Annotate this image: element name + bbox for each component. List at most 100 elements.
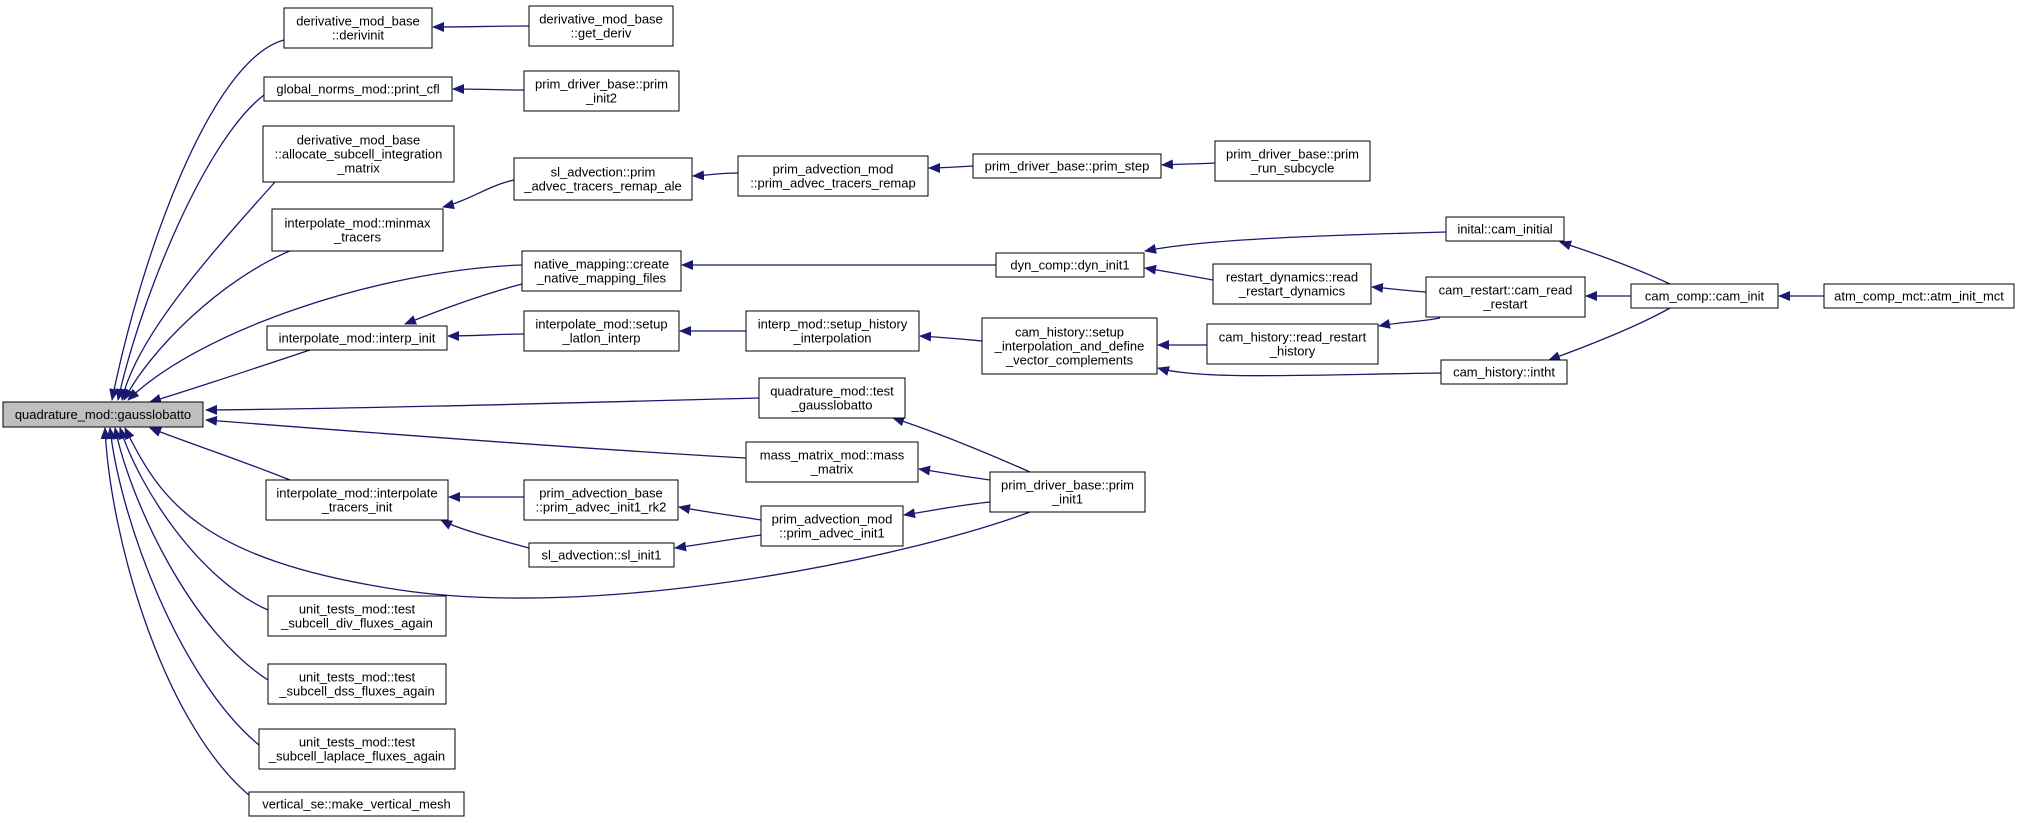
node-label-deriv_init-line-1: ::derivinit bbox=[332, 28, 384, 43]
node-cam_read_restart[interactable]: cam_restart::cam_read_restart bbox=[1425, 276, 1586, 318]
node-label-intht-line-0: cam_history::intht bbox=[1453, 365, 1555, 380]
node-label-setup_latlon-line-0: interpolate_mod::setup bbox=[535, 317, 667, 332]
node-label-read_restart_dyn-line-1: _restart_dynamics bbox=[1238, 284, 1346, 299]
node-label-mass_matrix-line-0: mass_matrix_mod::mass bbox=[760, 448, 905, 463]
node-div_fluxes[interactable]: unit_tests_mod::test_subcell_div_fluxes_… bbox=[267, 595, 447, 637]
node-print_cfl[interactable]: global_norms_mod::print_cfl bbox=[263, 76, 453, 102]
node-label-get_deriv-line-1: ::get_deriv bbox=[571, 26, 632, 41]
node-cam_initial[interactable]: inital::cam_initial bbox=[1445, 216, 1565, 242]
node-get_deriv[interactable]: derivative_mod_base::get_deriv bbox=[528, 5, 674, 47]
node-intht[interactable]: cam_history::intht bbox=[1440, 359, 1568, 385]
node-label-mass_matrix-line-1: _matrix bbox=[810, 462, 854, 477]
node-label-cam_init-line-0: cam_comp::cam_init bbox=[1645, 289, 1765, 304]
node-label-laplace_fluxes-line-0: unit_tests_mod::test bbox=[299, 735, 416, 750]
node-label-prim_init2-line-0: prim_driver_base::prim bbox=[535, 77, 668, 92]
edge-cam_read_restart-to-read_restart_dyn bbox=[1371, 282, 1427, 293]
node-label-cam_hist_setup-line-0: cam_history::setup bbox=[1015, 325, 1124, 340]
node-prim_run_subcycle[interactable]: prim_driver_base::prim_run_subcycle bbox=[1214, 140, 1371, 182]
edge-minmax_tracers-to-root bbox=[123, 249, 293, 401]
edge-prim_init2-to-print_cfl bbox=[452, 84, 525, 95]
node-label-prim_advec_init1-line-0: prim_advection_mod bbox=[772, 512, 893, 527]
node-prim_advec_init1_rk2[interactable]: prim_advection_base::prim_advec_init1_rk… bbox=[523, 479, 679, 521]
node-label-read_restart_hist-line-0: cam_history::read_restart bbox=[1219, 330, 1367, 345]
node-label-setup_history_interp-line-1: _interpolation bbox=[792, 331, 871, 346]
edge-create_native-to-root bbox=[127, 264, 523, 401]
node-label-prim_run_subcycle-line-0: prim_driver_base::prim bbox=[1226, 147, 1359, 162]
edge-get_deriv-to-deriv_init bbox=[432, 21, 530, 32]
node-label-atm_init_mct-line-0: atm_comp_mct::atm_init_mct bbox=[1834, 289, 2004, 304]
node-label-prim_init1-line-0: prim_driver_base::prim bbox=[1001, 478, 1134, 493]
node-dyn_init1[interactable]: dyn_comp::dyn_init1 bbox=[995, 252, 1145, 278]
edge-prim_advec_init1-to-prim_advec_init1_rk2 bbox=[678, 504, 762, 521]
node-root[interactable]: quadrature_mod::gausslobatto bbox=[2, 401, 204, 428]
node-label-prim_step-line-0: prim_driver_base::prim_step bbox=[985, 159, 1150, 174]
node-read_restart_dyn[interactable]: restart_dynamics::read_restart_dynamics bbox=[1212, 263, 1372, 305]
node-prim_step[interactable]: prim_driver_base::prim_step bbox=[972, 153, 1162, 179]
edge-prim_run_subcycle-to-prim_step bbox=[1161, 159, 1216, 170]
node-setup_history_interp[interactable]: interp_mod::setup_history_interpolation bbox=[745, 310, 920, 352]
node-laplace_fluxes[interactable]: unit_tests_mod::test_subcell_laplace_flu… bbox=[258, 728, 456, 770]
node-label-dyn_init1-line-0: dyn_comp::dyn_init1 bbox=[1010, 258, 1129, 273]
node-deriv_init[interactable]: derivative_mod_base::derivinit bbox=[283, 7, 433, 49]
edge-setup_latlon-to-interp_init bbox=[447, 330, 525, 341]
edge-print_cfl-to-root bbox=[115, 94, 265, 401]
node-sl_remap_ale[interactable]: sl_advection::prim_advec_tracers_remap_a… bbox=[513, 157, 693, 201]
edge-alloc_subcell-to-root bbox=[119, 181, 276, 401]
node-label-div_fluxes-line-1: _subcell_div_fluxes_again bbox=[280, 616, 433, 631]
node-label-sl_remap_ale-line-0: sl_advection::prim bbox=[551, 165, 656, 180]
node-interp_init[interactable]: interpolate_mod::interp_init bbox=[266, 325, 448, 351]
edge-cam_init-to-intht bbox=[1548, 307, 1671, 361]
node-label-test_gausslobatto-line-1: _gausslobatto bbox=[791, 398, 873, 413]
edge-prim_init1-to-mass_matrix bbox=[918, 465, 991, 481]
node-mass_matrix[interactable]: mass_matrix_mod::mass_matrix bbox=[745, 441, 919, 483]
edge-prim_advec_remap-to-sl_remap_ale bbox=[692, 170, 739, 181]
edge-intht-to-cam_hist_setup bbox=[1157, 366, 1442, 377]
node-minmax_tracers[interactable]: interpolate_mod::minmax_tracers bbox=[271, 208, 444, 252]
edge-div_fluxes-to-root bbox=[118, 427, 269, 611]
node-label-read_restart_dyn-line-0: restart_dynamics::read bbox=[1226, 270, 1358, 285]
node-label-cam_initial-line-0: inital::cam_initial bbox=[1457, 222, 1552, 237]
node-prim_init1[interactable]: prim_driver_base::prim_init1 bbox=[989, 471, 1146, 513]
edge-test_gausslobatto-to-root bbox=[205, 397, 760, 415]
node-test_gausslobatto[interactable]: quadrature_mod::test_gausslobatto bbox=[758, 377, 906, 419]
edge-prim_step-to-prim_advec_remap bbox=[928, 162, 974, 173]
node-label-laplace_fluxes-line-1: _subcell_laplace_fluxes_again bbox=[268, 749, 445, 764]
node-label-interp_tracers_init-line-0: interpolate_mod::interpolate bbox=[276, 486, 437, 501]
node-label-dss_fluxes-line-1: _subcell_dss_fluxes_again bbox=[278, 684, 434, 699]
node-label-sl_remap_ale-line-1: _advec_tracers_remap_ale bbox=[523, 179, 682, 194]
node-label-get_deriv-line-0: derivative_mod_base bbox=[539, 12, 663, 27]
nodes-layer: quadrature_mod::gausslobatto derivative_… bbox=[2, 5, 2015, 817]
node-prim_advec_init1[interactable]: prim_advection_mod::prim_advec_init1 bbox=[760, 505, 904, 547]
edge-cam_read_restart-to-read_restart_hist bbox=[1378, 317, 1441, 329]
node-interp_tracers_init[interactable]: interpolate_mod::interpolate_tracers_ini… bbox=[265, 479, 449, 521]
node-setup_latlon[interactable]: interpolate_mod::setup_latlon_interp bbox=[523, 310, 680, 352]
node-label-prim_init2-line-1: _init2 bbox=[585, 91, 617, 106]
node-atm_init_mct[interactable]: atm_comp_mct::atm_init_mct bbox=[1823, 283, 2015, 309]
node-label-prim_init1-line-1: _init1 bbox=[1051, 492, 1083, 507]
edge-interp_tracers_init-to-root bbox=[149, 427, 291, 481]
node-dss_fluxes[interactable]: unit_tests_mod::test_subcell_dss_fluxes_… bbox=[267, 663, 447, 705]
node-label-print_cfl-line-0: global_norms_mod::print_cfl bbox=[276, 82, 439, 97]
edge-prim_init1-to-root bbox=[124, 427, 1031, 599]
node-sl_init1[interactable]: sl_advection::sl_init1 bbox=[528, 542, 675, 568]
node-prim_advec_remap[interactable]: prim_advection_mod::prim_advec_tracers_r… bbox=[737, 155, 929, 197]
node-label-sl_init1-line-0: sl_advection::sl_init1 bbox=[542, 548, 662, 563]
edge-read_restart_dyn-to-dyn_init1 bbox=[1144, 264, 1214, 281]
node-label-minmax_tracers-line-1: _tracers bbox=[333, 230, 381, 245]
node-label-prim_advec_init1-line-1: ::prim_advec_init1 bbox=[779, 526, 885, 541]
node-label-vertical_mesh-line-0: vertical_se::make_vertical_mesh bbox=[262, 797, 451, 812]
edge-create_native-to-interp_init bbox=[404, 283, 523, 325]
node-alloc_subcell[interactable]: derivative_mod_base::allocate_subcell_in… bbox=[262, 125, 455, 183]
node-vertical_mesh[interactable]: vertical_se::make_vertical_mesh bbox=[248, 791, 465, 817]
node-create_native[interactable]: native_mapping::create_native_mapping_fi… bbox=[521, 250, 682, 292]
node-cam_hist_setup[interactable]: cam_history::setup_interpolation_and_def… bbox=[981, 317, 1158, 375]
node-label-read_restart_hist-line-1: _history bbox=[1269, 344, 1316, 359]
node-cam_init[interactable]: cam_comp::cam_init bbox=[1630, 283, 1779, 309]
node-label-minmax_tracers-line-0: interpolate_mod::minmax bbox=[285, 216, 431, 231]
node-prim_init2[interactable]: prim_driver_base::prim_init2 bbox=[523, 70, 680, 112]
edge-dss_fluxes-to-root bbox=[112, 427, 269, 681]
node-label-interp_init-line-0: interpolate_mod::interp_init bbox=[279, 331, 436, 346]
node-label-root: quadrature_mod::gausslobatto bbox=[15, 407, 191, 422]
node-read_restart_hist[interactable]: cam_history::read_restart_history bbox=[1206, 323, 1379, 365]
edge-mass_matrix-to-root bbox=[205, 415, 747, 459]
